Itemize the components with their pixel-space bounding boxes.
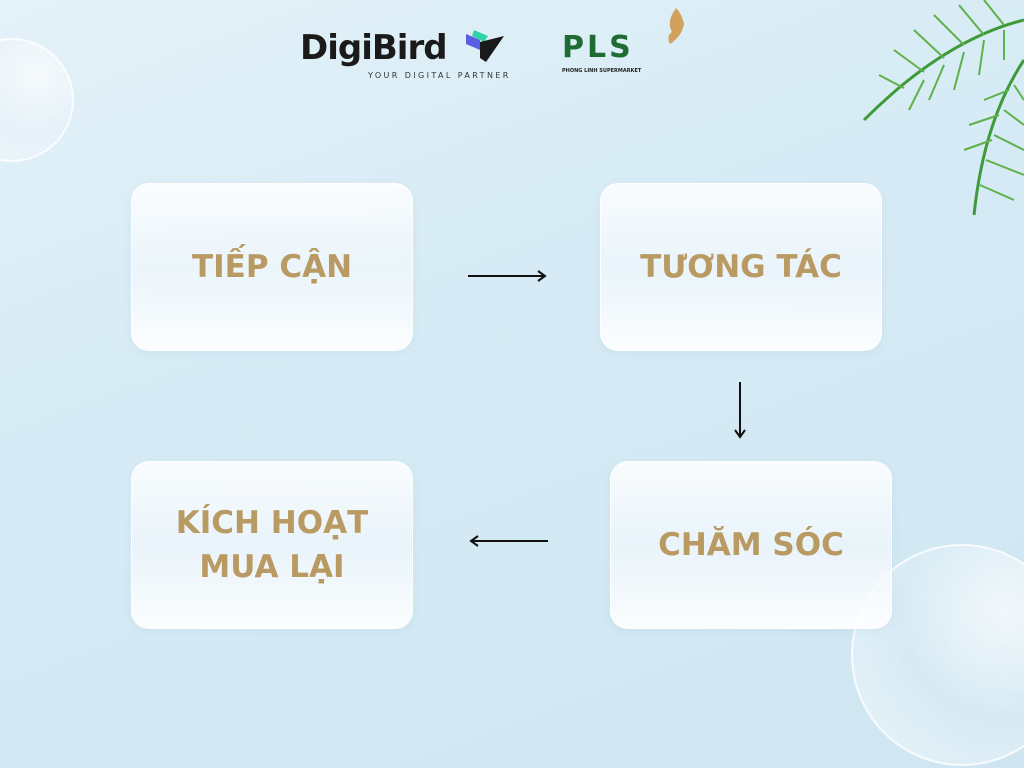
digibird-logo: DigiBird YOUR DIGITAL PARTNER [300,26,511,81]
bubble-decoration [0,38,74,162]
digibird-tagline: YOUR DIGITAL PARTNER [368,71,511,80]
digibird-wordmark: DigiBird [300,28,448,68]
step-label: KÍCH HOẠT MUA LẠI [175,505,369,585]
pls-wordmark: PLS [562,30,634,65]
pls-logo: PLS PHONG LINH SUPERMARKET [562,8,684,75]
bird-icon [466,30,504,62]
step-card-cham-soc: CHĂM SÓC [610,461,892,629]
bubble-decoration [851,544,1024,766]
step-label: CHĂM SÓC [658,527,844,563]
step-label: TIẾP CẬN [191,249,353,285]
palm-leaf-decoration [862,0,1024,216]
step-label: TƯƠNG TÁC [640,249,842,285]
pls-tagline: PHONG LINH SUPERMARKET [562,68,642,74]
arrow-right-icon [468,270,547,282]
step-card-tuong-tac: TƯƠNG TÁC [600,183,882,351]
flame-icon [668,8,684,44]
step-card-kich-hoat-mua-lai: KÍCH HOẠT MUA LẠI [131,461,413,629]
arrow-left-icon [469,535,548,547]
arrow-down-icon [734,382,746,439]
step-card-tiep-can: TIẾP CẬN [131,183,413,351]
